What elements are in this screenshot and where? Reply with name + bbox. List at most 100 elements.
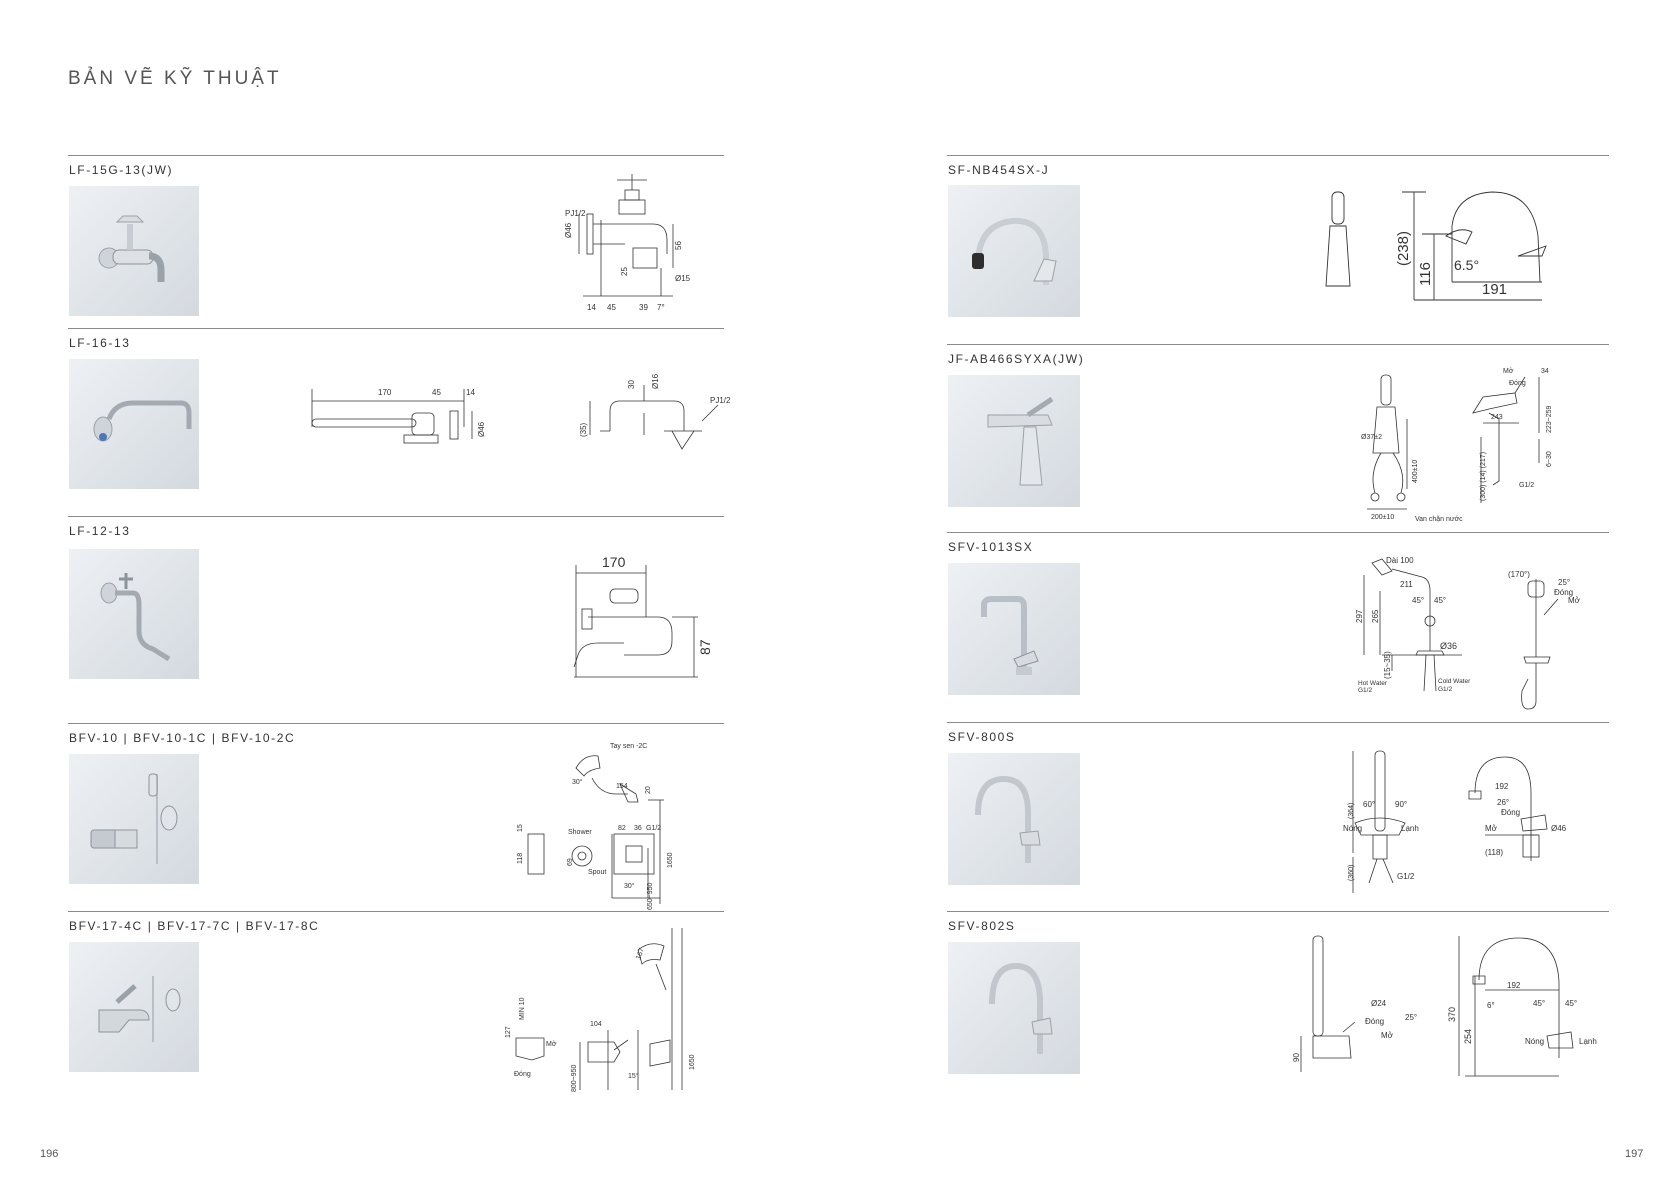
product-code: LF-16-13 bbox=[69, 336, 131, 350]
dimension-label: 45 bbox=[432, 388, 441, 397]
shower-mixer-photo-icon bbox=[98, 976, 181, 1042]
dimension-label: 7° bbox=[657, 303, 665, 312]
product-photo bbox=[948, 563, 1080, 695]
product-row-lf-15g-13: LF-15G-13(JW) bbox=[68, 155, 724, 329]
product-row-jf-ab466syxa: JF-AB466SYXA(JW) bbox=[947, 344, 1609, 533]
dimension-label: 69 bbox=[567, 858, 574, 866]
product-photo bbox=[69, 186, 199, 316]
dimension-label: 154 bbox=[616, 783, 628, 790]
gooseneck-faucet-photo-icon bbox=[989, 962, 1053, 1054]
product-code: BFV-17-4C | BFV-17-7C | BFV-17-8C bbox=[69, 919, 320, 933]
annotation-label: Mở bbox=[1485, 824, 1498, 833]
dimension-label: 191 bbox=[1482, 281, 1507, 298]
dimension-label: MIN 10 bbox=[519, 997, 526, 1020]
product-photo bbox=[948, 753, 1080, 885]
dimension-label: 36 bbox=[634, 825, 642, 832]
dimension-label: PJ1/2 bbox=[565, 209, 586, 218]
dimension-label: 30 bbox=[627, 380, 636, 389]
dimension-label: 192 bbox=[1507, 981, 1521, 990]
dimension-label: 200±10 bbox=[1371, 514, 1394, 521]
dimension-label: (15~35) bbox=[1383, 651, 1392, 679]
technical-drawing: (364) (360) 60° 90° Nóng Lạnh G1/2 192 2… bbox=[1325, 743, 1605, 908]
dimension-label: 30° bbox=[624, 882, 635, 890]
dimension-label: 1650 bbox=[667, 852, 674, 868]
dimension-label: 6.5° bbox=[1454, 257, 1479, 273]
dimension-label: PJ1/2 bbox=[710, 396, 731, 405]
technical-drawing: PJ1/2 Ø46 56 25 Ø15 14 45 39 7° bbox=[563, 168, 723, 318]
product-photo bbox=[948, 942, 1080, 1074]
dimension-label: Ø46 bbox=[1551, 824, 1567, 833]
product-row-bfv-17: BFV-17-4C | BFV-17-7C | BFV-17-8C bbox=[68, 911, 724, 1100]
dimension-label: 370 bbox=[1447, 1007, 1457, 1022]
dimension-label: 25° bbox=[1405, 1013, 1417, 1022]
dimension-label: 39 bbox=[639, 303, 648, 312]
dimension-label: 87 bbox=[697, 639, 713, 655]
dimension-label: 60° bbox=[1363, 800, 1375, 809]
dimension-label: 45 bbox=[607, 303, 616, 312]
annotation-label: Mở bbox=[1503, 367, 1514, 375]
dimension-label: 170 bbox=[378, 388, 392, 397]
dimension-label: 25° bbox=[1558, 578, 1570, 587]
dimension-label: G1/2 bbox=[1438, 686, 1452, 693]
technical-drawing: (238) 116 6.5° 191 bbox=[1322, 186, 1612, 321]
technical-drawing: 127 MIN 10 Mở Đóng 104 800~950 15° 1650 … bbox=[488, 920, 728, 1096]
dimension-label: (118) bbox=[1485, 848, 1503, 857]
dimension-label: G1/2 bbox=[1519, 482, 1534, 489]
product-code: BFV-10 | BFV-10-1C | BFV-10-2C bbox=[69, 731, 296, 745]
dimension-label: 14 bbox=[466, 388, 475, 397]
annotation-label: Mở bbox=[1381, 1031, 1394, 1040]
product-photo bbox=[948, 185, 1080, 317]
dimension-label: 170 bbox=[602, 554, 626, 570]
technical-drawing: Tay sen -2C 30° 154 20 Shower Spout 69 1… bbox=[488, 738, 728, 910]
annotation-label: Lạnh bbox=[1401, 824, 1419, 833]
product-row-bfv-10: BFV-10 | BFV-10-1C | BFV-10-2C bbox=[68, 723, 724, 912]
dimension-label: Ø37±2 bbox=[1361, 434, 1382, 441]
dimension-label: (238) bbox=[1395, 231, 1412, 266]
faucet-photo-icon bbox=[98, 215, 165, 282]
dimension-label: 127 bbox=[505, 1026, 512, 1038]
technical-drawing: Mở 34 Đóng Ø37±2 400±10 200±10 Van chặn … bbox=[1359, 363, 1609, 523]
dimension-label: 167 bbox=[635, 947, 646, 960]
dimension-label: 82 bbox=[618, 825, 626, 832]
dimension-label: 297 bbox=[1355, 609, 1364, 623]
product-row-sf-nb454sx-j: SF-NB454SX-J bbox=[947, 155, 1609, 345]
dimension-label: 6~30 bbox=[1546, 451, 1553, 467]
annotation-label: Mở bbox=[546, 1040, 557, 1048]
annotation-label: Đóng bbox=[1501, 808, 1520, 817]
dimension-label: 15 bbox=[517, 824, 524, 832]
dimension-label: Ø16 bbox=[651, 373, 660, 389]
dimension-label: G1/2 bbox=[1358, 687, 1372, 694]
dimension-label: 116 bbox=[1417, 262, 1434, 286]
annotation-label: Đóng bbox=[1365, 1017, 1384, 1026]
product-row-sfv-802s: SFV-802S bbox=[947, 911, 1609, 1101]
dimension-label: 90 bbox=[1292, 1053, 1301, 1062]
pull-out-faucet-photo-icon bbox=[987, 396, 1054, 486]
dimension-label: 243 bbox=[1491, 414, 1503, 421]
annotation-label: Van chặn nước bbox=[1415, 516, 1463, 523]
kitchen-faucet-photo-icon bbox=[972, 217, 1057, 285]
dimension-label: 45° bbox=[1533, 999, 1545, 1008]
annotation-label: Đóng bbox=[1509, 380, 1526, 387]
dimension-label: 56 bbox=[674, 241, 683, 250]
dimension-label: 14 bbox=[587, 303, 596, 312]
dimension-label: 45° bbox=[1565, 999, 1577, 1008]
dimension-label: 26° bbox=[1497, 798, 1509, 807]
dimension-label: 30° bbox=[572, 778, 583, 786]
dimension-label: 34 bbox=[1541, 368, 1549, 375]
dimension-label: (300) (14) (217) bbox=[1480, 452, 1487, 501]
page-number-right: 197 bbox=[1625, 1148, 1644, 1160]
annotation-label: Spout bbox=[588, 869, 606, 876]
product-row-sfv-800s: SFV-800S bbox=[947, 722, 1609, 912]
product-code: SFV-802S bbox=[948, 919, 1016, 933]
annotation-label: Tay sen -2C bbox=[610, 743, 647, 750]
gooseneck-faucet-photo-icon bbox=[975, 775, 1041, 863]
dimension-label: Ø24 bbox=[1371, 999, 1387, 1008]
dimension-label: 90° bbox=[1395, 800, 1407, 809]
product-row-lf-12-13: LF-12-13 170 bbox=[68, 516, 724, 724]
dimension-label: 650~950 bbox=[647, 882, 654, 910]
dimension-label: 254 bbox=[1463, 1029, 1473, 1044]
product-code: SF-NB454SX-J bbox=[948, 163, 1050, 177]
product-code: SFV-1013SX bbox=[948, 540, 1034, 554]
product-photo bbox=[69, 942, 199, 1072]
annotation-label: Đóng bbox=[514, 1071, 531, 1078]
